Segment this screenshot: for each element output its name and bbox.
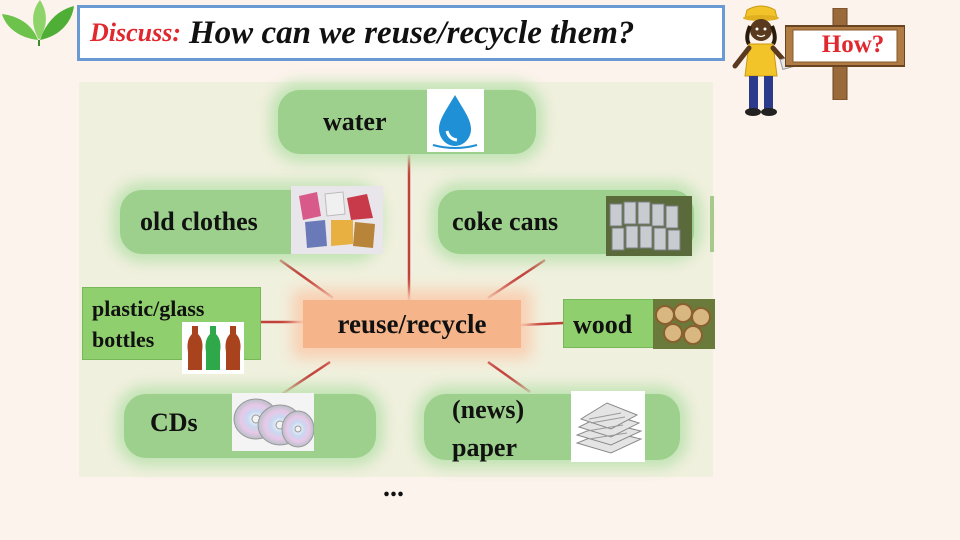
center-node-label: reuse/recycle: [337, 308, 487, 339]
title-prefix: Discuss:: [90, 18, 182, 47]
node-old-clothes-label: old clothes: [140, 207, 258, 236]
wood-logs-photo-icon: [653, 299, 715, 349]
center-node: reuse/recycle: [303, 300, 521, 348]
node-news-paper-label-1: (news): [452, 395, 525, 424]
node-cds-label: CDs: [150, 408, 198, 437]
node-wood-label: wood: [573, 310, 633, 339]
panel-edge-strip: [710, 196, 714, 252]
connector-wood: [520, 321, 564, 327]
node-water: [278, 90, 536, 154]
node-water-label: water: [323, 107, 387, 136]
connector-news: [487, 360, 531, 394]
coke-cans-photo-icon: [606, 196, 692, 256]
leaves-decoration-icon: [2, 0, 74, 46]
connector-cds: [281, 360, 331, 396]
node-news-paper-label-2: paper: [452, 433, 517, 462]
connector-old-clothes: [279, 258, 334, 300]
node-coke-cans-label: coke cans: [452, 207, 559, 236]
title-box: Discuss: How can we reuse/recycle them?: [77, 5, 725, 61]
water-drop-icon: [427, 89, 484, 152]
old-clothes-photo-icon: [291, 186, 383, 254]
wooden-sign-icon: [785, 8, 905, 100]
title-question: How can we reuse/recycle them?: [189, 14, 635, 51]
bottles-photo-icon: [182, 322, 244, 374]
node-plastic-bottles-label-2: bottles: [92, 327, 155, 352]
girl-character-icon: [732, 5, 795, 116]
connector-coke-cans: [487, 258, 546, 300]
newspaper-photo-icon: [571, 391, 645, 462]
node-plastic-bottles-label-1: plastic/glass: [92, 296, 205, 321]
sign-text: How?: [821, 31, 885, 58]
cds-photo-icon: [232, 393, 314, 451]
more-ellipsis: ...: [383, 472, 404, 503]
